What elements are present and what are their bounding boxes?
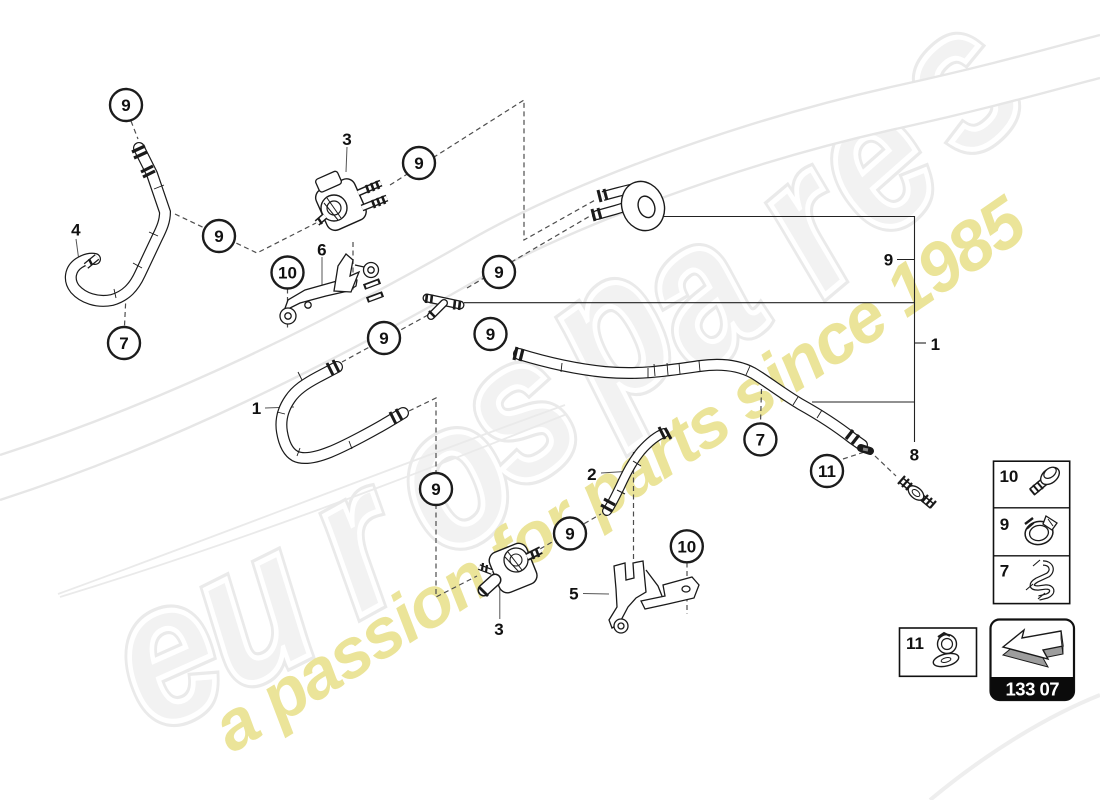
- svg-text:9: 9: [214, 227, 223, 246]
- svg-text:2: 2: [587, 465, 596, 484]
- svg-text:10: 10: [278, 264, 297, 283]
- svg-text:9: 9: [1000, 515, 1009, 534]
- svg-text:7: 7: [119, 334, 128, 353]
- svg-text:9: 9: [494, 263, 503, 282]
- svg-text:5: 5: [569, 584, 578, 603]
- svg-text:1: 1: [252, 399, 261, 418]
- svg-text:9: 9: [486, 325, 495, 344]
- svg-text:7: 7: [1000, 561, 1009, 580]
- svg-text:9: 9: [884, 251, 893, 270]
- svg-text:8: 8: [910, 445, 919, 464]
- svg-text:9: 9: [414, 154, 423, 173]
- svg-text:133 07: 133 07: [1006, 679, 1060, 700]
- svg-text:11: 11: [906, 634, 924, 653]
- svg-text:4: 4: [71, 221, 81, 240]
- svg-text:9: 9: [565, 525, 574, 544]
- svg-text:9: 9: [379, 329, 388, 348]
- svg-text:3: 3: [342, 130, 351, 149]
- svg-text:6: 6: [317, 241, 326, 260]
- svg-text:3: 3: [494, 620, 503, 639]
- svg-text:9: 9: [431, 480, 440, 499]
- svg-text:11: 11: [818, 462, 836, 481]
- svg-text:9: 9: [121, 96, 130, 115]
- svg-text:10: 10: [999, 467, 1018, 486]
- svg-text:10: 10: [677, 537, 696, 556]
- svg-text:1: 1: [931, 335, 940, 354]
- svg-text:7: 7: [756, 430, 765, 449]
